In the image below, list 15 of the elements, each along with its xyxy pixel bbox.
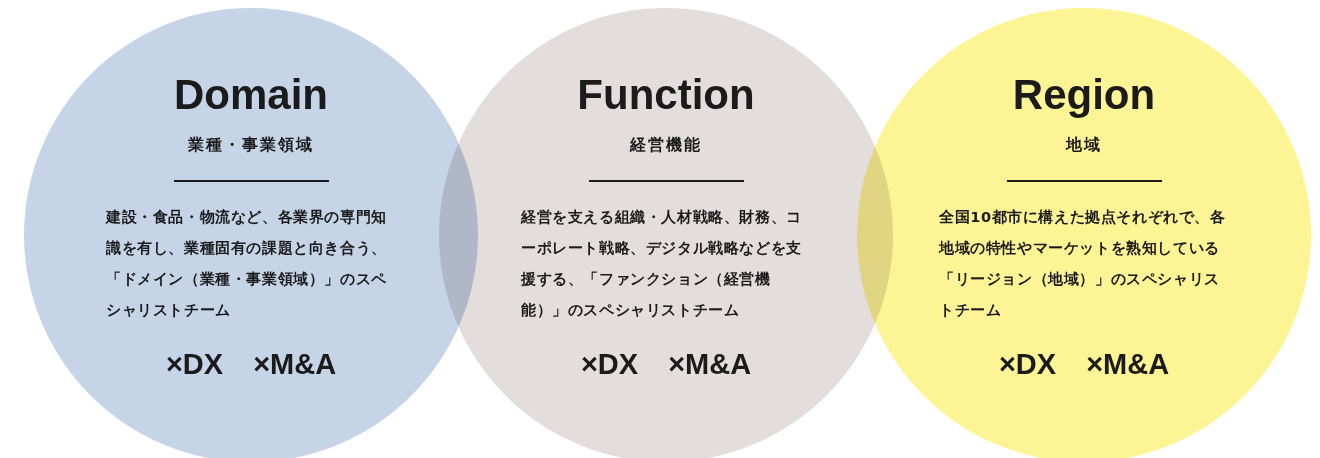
subheading: 地域 xyxy=(1066,134,1102,156)
description: 全国10都市に構えた拠点それぞれで、各地域の特性やマーケットを熟知している「リージョン（地域）」のスペシャリストチーム xyxy=(939,208,1227,320)
tag-label: ×DX xyxy=(580,347,639,382)
tag-label: ×DX xyxy=(165,347,224,382)
subheading: 経営機能 xyxy=(630,134,702,156)
tag-label: ×M&A xyxy=(1086,347,1170,382)
tag-label: ×DX xyxy=(998,347,1057,382)
description: 建設・食品・物流など、各業界の専門知識を有し、業種固有の課題と向き合う、「ドメイン（業種・事業領域）」のスペシャリストチーム xyxy=(106,208,388,320)
heading: Function xyxy=(577,70,755,120)
heading: Domain xyxy=(174,70,328,120)
subheading: 業種・事業領域 xyxy=(188,134,314,156)
tag-label: ×M&A xyxy=(668,347,752,382)
heading: Region xyxy=(1012,70,1156,120)
tag-label: ×M&A xyxy=(253,347,337,382)
description: 経営を支える組織・人材戦略、財務、コーポレート戦略、デジタル戦略などを支援する、「ファンクション（経営機能）」のスペシャリストチーム xyxy=(521,208,803,320)
